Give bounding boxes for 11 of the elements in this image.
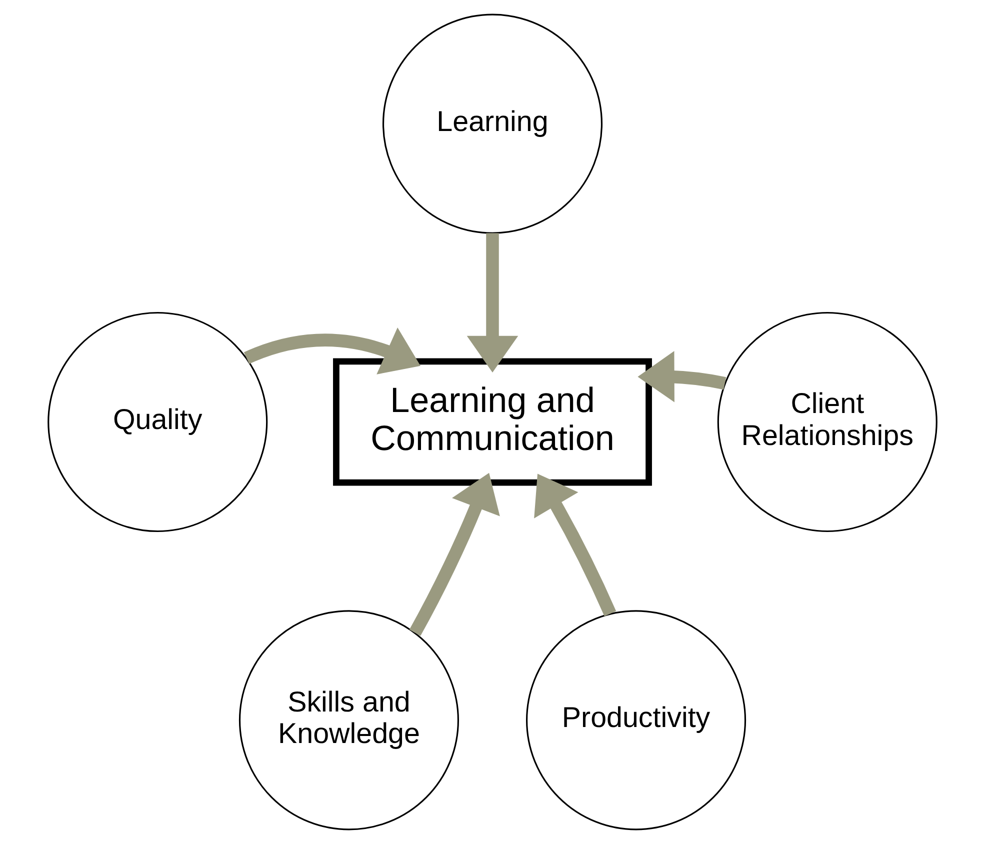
node-circle: Client Relationships — [716, 312, 937, 532]
arrow — [244, 328, 420, 374]
node-circle: Productivity — [525, 610, 746, 830]
node-circle: Skills and Knowledge — [238, 610, 459, 830]
arrow — [466, 233, 518, 372]
arrow — [534, 474, 616, 616]
arrow — [408, 472, 500, 636]
arrow — [637, 350, 726, 402]
node-circle: Learning — [382, 14, 602, 234]
node-box: Learning and Communication — [332, 358, 652, 486]
node-circle: Quality — [47, 312, 268, 532]
